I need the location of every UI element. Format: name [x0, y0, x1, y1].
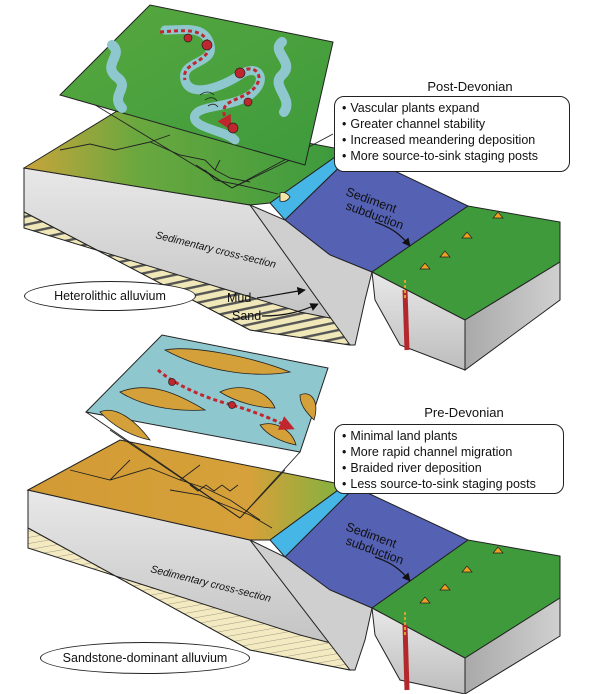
post-staging-posts [183, 33, 253, 134]
pre-devonian-bullets: Minimal land plants More rapid channel m… [334, 424, 564, 494]
post-projection-lines [81, 96, 334, 189]
pre-island-side [464, 597, 561, 694]
pre-bullet-2: More rapid channel migration [342, 444, 555, 460]
sandstone-dominant-alluvium-label: Sandstone-dominant alluvium [40, 642, 250, 674]
pre-bullet-4: Less source-to-sink staging posts [342, 476, 555, 492]
post-sand-label: Sand [232, 309, 261, 323]
post-devonian-block [22, 107, 561, 371]
post-subduction-arrow [374, 221, 411, 247]
post-plan-view [59, 4, 334, 166]
pre-bullet-3: Braided river deposition [342, 460, 555, 476]
pre-devonian-heading: Pre-Devonian [424, 405, 504, 420]
post-devonian-heading: Post-Devonian [427, 79, 513, 94]
post-bullet-4: More source-to-sink staging posts [342, 148, 561, 164]
pre-bullet-1: Minimal land plants [342, 428, 555, 444]
pre-subduction-arrow [374, 556, 411, 582]
pre-island-front [371, 607, 466, 694]
pre-braided-streams [69, 459, 273, 529]
post-bullet-1: Vascular plants expand [342, 100, 561, 116]
post-channel-trajectory [159, 29, 261, 128]
post-slab [402, 289, 410, 351]
post-mud-arrow [256, 286, 306, 299]
post-streams [59, 134, 279, 195]
post-mud-label: Mud [227, 291, 251, 305]
pre-devonian-block [26, 439, 561, 694]
post-delta [279, 192, 291, 202]
post-bullet-3: Increased meandering deposition [342, 132, 561, 148]
post-devonian-bullets: Vascular plants expand Greater channel s… [334, 96, 570, 172]
pre-volcanoes [419, 546, 504, 604]
pre-slab [402, 624, 410, 691]
post-bullet-2: Greater channel stability [342, 116, 561, 132]
post-trench-slope [248, 203, 373, 346]
post-sand-arrow [261, 303, 319, 317]
heterolithic-alluvium-label: Heterolithic alluvium [24, 281, 196, 311]
post-volcanoes [419, 211, 504, 270]
pre-trench-slope [249, 539, 373, 671]
pre-staging-posts [168, 378, 236, 409]
pre-projection-lines [85, 411, 301, 519]
post-island-side [464, 261, 561, 371]
post-island-front [371, 271, 466, 371]
pre-plan-view [84, 334, 329, 453]
